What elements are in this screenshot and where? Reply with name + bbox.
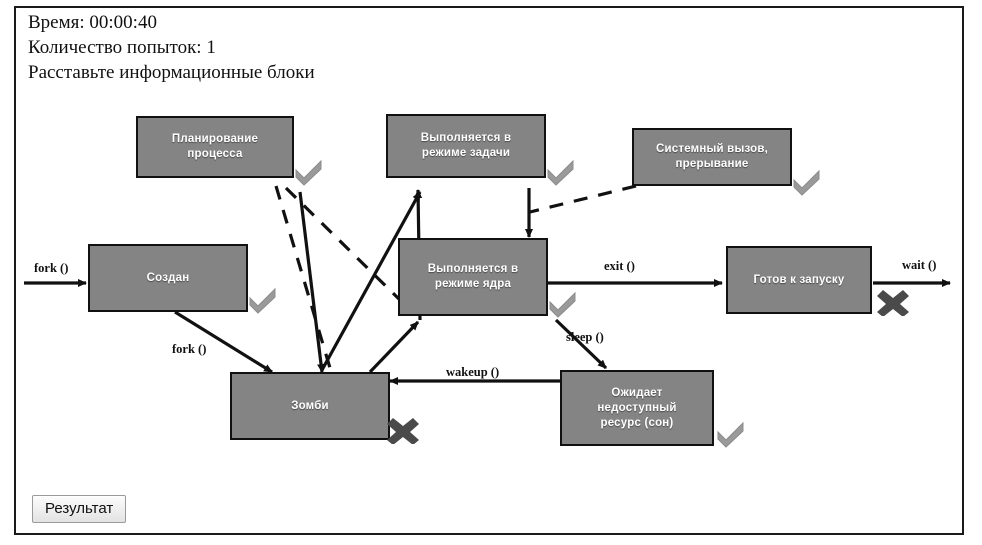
status-cross-ready: [876, 286, 910, 316]
edge-label-wait: wait (): [902, 258, 937, 272]
edge-label-sleep: sleep (): [566, 330, 604, 344]
timer-text: Время: 00:00:40: [28, 12, 157, 33]
instruction-text: Расставьте информационные блоки: [28, 62, 315, 83]
status-check-waiting: [714, 418, 748, 448]
node-syscall[interactable]: Системный вызов,прерывание: [632, 128, 792, 186]
status-cross-zombie: [386, 414, 420, 444]
node-syscall-label: Системный вызов,прерывание: [656, 143, 768, 170]
node-zombie-label: Зомби: [291, 399, 329, 412]
status-check-planning: [292, 156, 326, 186]
attempts-text: Количество попыток: 1: [28, 37, 216, 58]
edge-label-exit: exit (): [604, 259, 635, 273]
status-check-task-mode: [544, 156, 578, 186]
node-zombie[interactable]: Зомби: [230, 372, 390, 440]
status-check-kernel-mode: [546, 288, 580, 318]
result-button[interactable]: Результат: [32, 495, 127, 523]
edge-label-wakeup: wakeup (): [446, 365, 500, 379]
status-check-syscall: [790, 166, 824, 196]
edge-label-fork-in: fork (): [34, 261, 69, 275]
edge-label-fork-zombie: fork (): [172, 342, 207, 356]
status-check-created: [246, 284, 280, 314]
node-created-label: Создан: [146, 271, 190, 284]
header-block: Время: 00:00:40 Количество попыток: 1 Ра…: [28, 10, 728, 85]
node-created[interactable]: Создан: [88, 244, 248, 312]
node-ready[interactable]: Готов к запуску: [726, 246, 872, 314]
node-ready-label: Готов к запуску: [753, 273, 845, 286]
